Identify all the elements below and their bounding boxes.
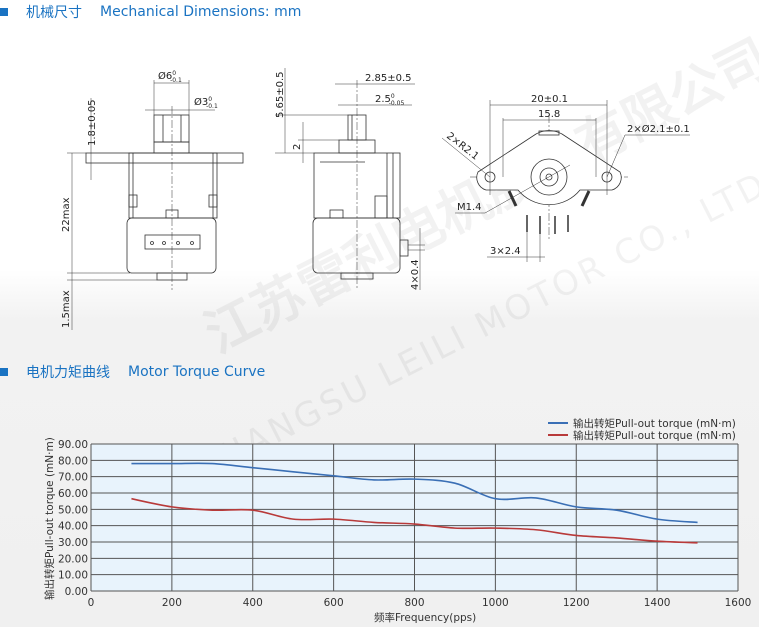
y-tick-label: 90.00 bbox=[58, 439, 88, 451]
legend-label: 输出转矩Pull-out torque (mN·m) bbox=[573, 429, 736, 442]
section-title-dimensions: 机械尺寸 Mechanical Dimensions: mm bbox=[0, 2, 301, 22]
dim-hole-dia: 2×Ø2.1±0.1 bbox=[627, 123, 690, 135]
x-tick-label: 600 bbox=[324, 597, 344, 609]
dim-boss-height: 2 bbox=[292, 144, 303, 150]
title-en: Motor Torque Curve bbox=[128, 364, 266, 380]
dim-thread: M1.4 bbox=[457, 202, 482, 213]
dim-flange-thickness: 1.8±0.05 bbox=[87, 99, 98, 146]
grid bbox=[90, 443, 739, 592]
x-tick-label: 0 bbox=[88, 597, 95, 609]
y-tick-label: 10.00 bbox=[58, 570, 88, 582]
dim-flat-offset: 2.85±0.5 bbox=[365, 73, 412, 84]
y-tick-label: 40.00 bbox=[58, 521, 88, 533]
series-line-0 bbox=[131, 462, 698, 524]
dim-height: 22max bbox=[61, 197, 72, 232]
title-en: Mechanical Dimensions: mm bbox=[100, 4, 302, 20]
title-cn: 机械尺寸 bbox=[26, 5, 82, 21]
y-tick-label: 30.00 bbox=[58, 537, 88, 549]
x-tick-label: 1000 bbox=[482, 597, 509, 609]
section-title-torque: 电机力矩曲线 Motor Torque Curve bbox=[0, 362, 265, 382]
y-tick-label: 0.00 bbox=[65, 586, 88, 598]
y-axis-label: 输出转矩Pull-out torque (mN·m) bbox=[43, 437, 56, 600]
y-tick-label: 20.00 bbox=[58, 553, 88, 565]
x-tick-label: 800 bbox=[404, 597, 424, 609]
tick-labels: 0.00 10.00 20.00 30.00 40.00 50.00 60.00 70.00 8… bbox=[58, 439, 751, 609]
front-view: Ø60-0.1 Ø30-0.1 1.8±0.05 22max 1.5max bbox=[61, 70, 244, 330]
dim-flat-width: 2.50-0.05 bbox=[375, 93, 404, 107]
x-axis-label: 频率Frequency(pps) bbox=[374, 611, 476, 624]
dim-pin-pitch: 3×2.4 bbox=[490, 246, 521, 257]
dim-bottom: 1.5max bbox=[61, 290, 72, 328]
dim-shaft-length: 5.65±0.5 bbox=[275, 71, 286, 118]
series-line-1 bbox=[131, 497, 698, 544]
x-tick-label: 1200 bbox=[563, 597, 590, 609]
dim-hole-spacing: 20±0.1 bbox=[531, 94, 568, 105]
title-cn: 电机力矩曲线 bbox=[26, 365, 110, 381]
dim-flat-dia: Ø30-0.1 bbox=[194, 96, 218, 110]
side-view: 5.65±0.5 2 2.85±0.5 2.50-0.05 4×0.4 bbox=[275, 68, 425, 290]
bullet-square-icon bbox=[0, 8, 8, 16]
dim-shaft-dia: Ø60-0.1 bbox=[158, 70, 182, 84]
x-tick-label: 1400 bbox=[644, 597, 671, 609]
y-tick-label: 60.00 bbox=[58, 488, 88, 500]
legend: 输出转矩Pull-out torque (mN·m) 输出转矩Pull-out … bbox=[548, 417, 736, 442]
y-tick-label: 80.00 bbox=[58, 455, 88, 467]
bullet-square-icon bbox=[0, 368, 8, 376]
mechanical-drawings: Ø60-0.1 Ø30-0.1 1.8±0.05 22max 1.5max 5.… bbox=[61, 68, 690, 330]
dim-pin-size: 4×0.4 bbox=[410, 259, 421, 290]
x-tick-label: 1600 bbox=[725, 597, 752, 609]
x-tick-label: 400 bbox=[243, 597, 263, 609]
y-tick-label: 50.00 bbox=[58, 504, 88, 516]
series-lines bbox=[131, 462, 698, 544]
legend-label: 输出转矩Pull-out torque (mN·m) bbox=[573, 417, 736, 430]
dim-inner-width: 15.8 bbox=[538, 109, 560, 120]
y-tick-label: 70.00 bbox=[58, 472, 88, 484]
x-tick-label: 200 bbox=[162, 597, 182, 609]
